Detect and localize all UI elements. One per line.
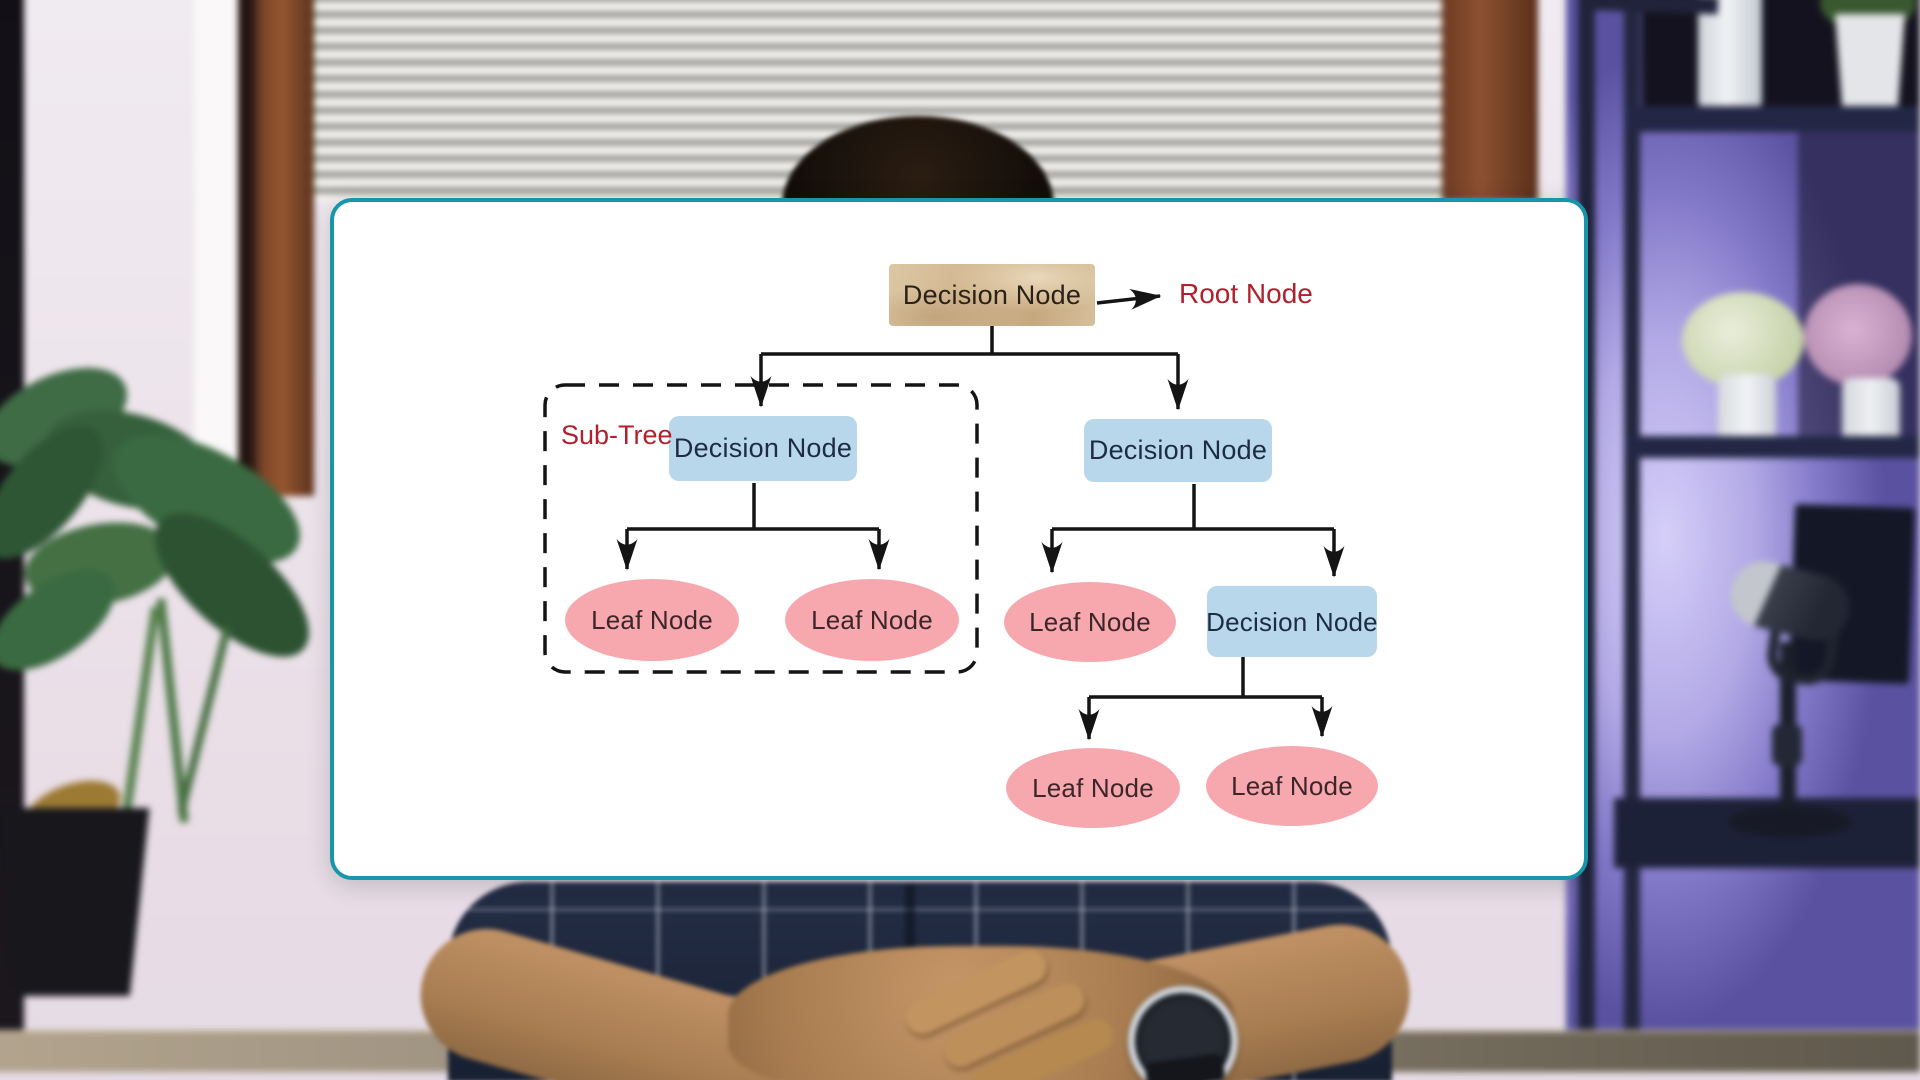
shelf-board-2 [1624,436,1920,458]
plant-pot [0,808,150,996]
top-plant-pot [1835,14,1905,114]
right-wood-pillar [1442,0,1538,202]
tree-node-decision-right: Decision Node [1084,419,1272,482]
diagram-panel: Decision Node Decision Node Decision Nod… [330,198,1588,880]
root-node-annotation: Root Node [1179,278,1313,309]
mic-knob [1772,724,1802,766]
left-wood-pillar [238,0,314,496]
shelf-flowers-pink [1804,284,1912,386]
tree-node-leaf-3: Leaf Node [1004,582,1176,662]
tree-node-leaf-5: Leaf Node [1206,746,1378,826]
tree-node-leaf-1: Leaf Node [565,579,739,661]
tree-node-leaf-4: Leaf Node [1006,748,1180,828]
subtree-annotation: Sub-Tree [561,420,673,450]
shelf-board-1 [1624,106,1920,132]
shirt-placket [905,884,915,996]
spray-bottle [1698,0,1762,114]
mic-base [1728,806,1852,838]
shelf-post-back [1624,6,1640,1032]
tree-node-decision-inner: Decision Node [1206,586,1378,657]
decision-tree-diagram: Decision Node Decision Node Decision Nod… [334,202,1584,876]
tree-node-decision-left: Decision Node [669,416,857,481]
subtree-dashed-box [543,383,979,674]
tree-connectors [543,288,1345,741]
tree-node-leaf-2: Leaf Node [785,579,959,661]
shelf-flowers-white [1682,292,1804,388]
tree-node-root: Decision Node [889,264,1095,326]
